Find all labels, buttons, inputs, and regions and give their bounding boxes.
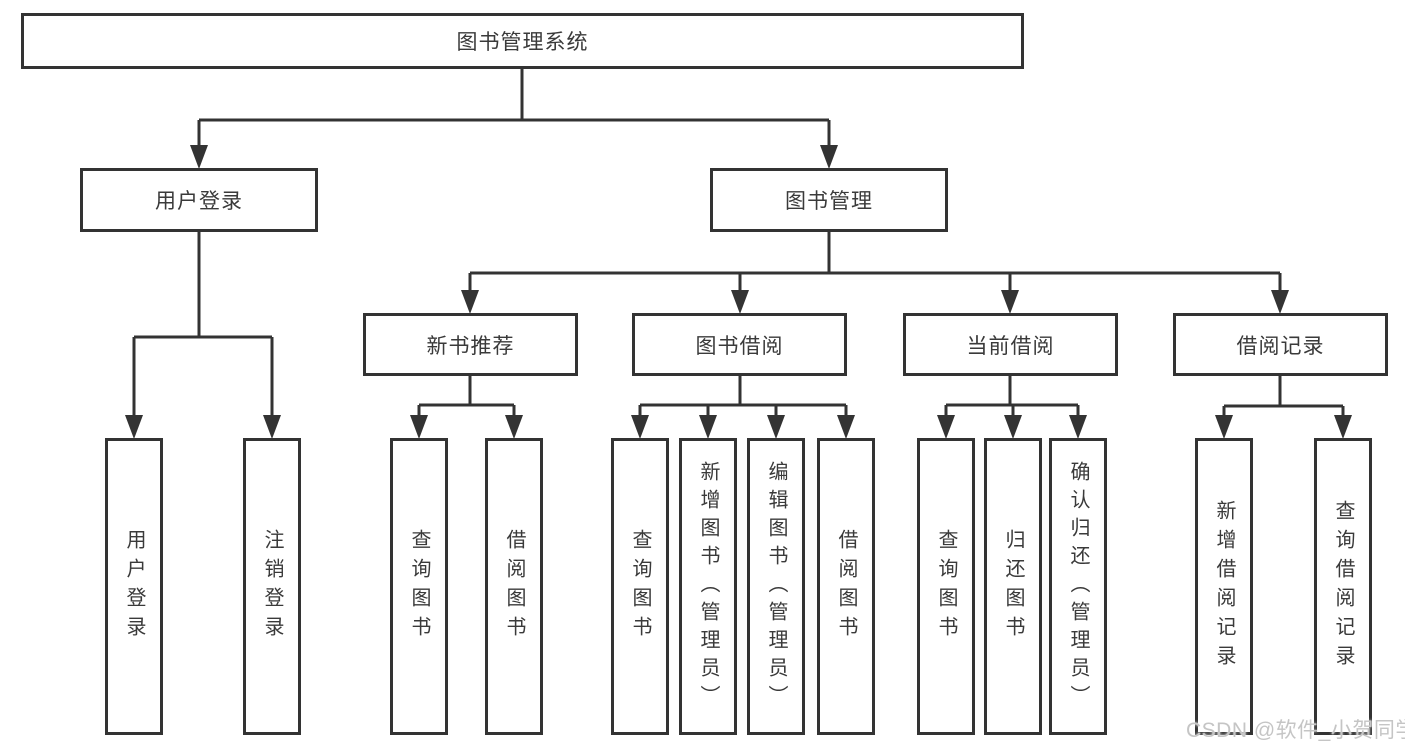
leaf-query-books-recommend: 查询图书 <box>390 438 448 735</box>
leaf-add-borrow-record: 新增借阅记录 <box>1195 438 1253 735</box>
leaf-borrow-books-recommend: 借阅图书 <box>485 438 543 735</box>
edge-current-to-leaves <box>937 376 1087 439</box>
node-new-book-recommend: 新书推荐 <box>363 313 578 376</box>
node-label: 图书借阅 <box>695 334 784 358</box>
node-label: 查询图书 <box>408 528 430 645</box>
node-label: 查询图书 <box>935 528 957 645</box>
node-label: 借阅记录 <box>1236 334 1325 358</box>
node-label: 新书推荐 <box>426 334 515 358</box>
leaf-logout: 注销登录 <box>243 438 301 735</box>
node-label: 注销登录 <box>261 528 283 645</box>
leaf-borrow-books: 借阅图书 <box>817 438 875 735</box>
leaf-user-login: 用户登录 <box>105 438 163 735</box>
node-label: 用户登录 <box>155 190 243 213</box>
node-label: 用户登录 <box>123 528 145 645</box>
leaf-add-books-admin: 新增图书（管理员） <box>679 438 737 735</box>
node-label: 新增借阅记录 <box>1213 499 1235 674</box>
node-label: 图书管理 <box>785 190 873 213</box>
node-label: 图书管理系统 <box>456 31 589 54</box>
node-label: 确认归还（管理员） <box>1067 460 1089 713</box>
leaf-query-books-current: 查询图书 <box>917 438 975 735</box>
node-label: 借阅图书 <box>503 528 525 645</box>
node-borrowing-records: 借阅记录 <box>1173 313 1388 376</box>
edge-bookmgmt-to-level3 <box>461 232 1289 314</box>
node-label: 归还图书 <box>1002 528 1024 645</box>
edge-root-to-level2 <box>190 69 838 169</box>
leaf-edit-books-admin: 编辑图书（管理员） <box>747 438 805 735</box>
leaf-query-books-borrowing: 查询图书 <box>611 438 669 735</box>
edge-userlogin-to-leaves <box>125 232 281 439</box>
node-label: 借阅图书 <box>835 528 857 645</box>
leaf-return-books: 归还图书 <box>984 438 1042 735</box>
leaf-query-borrow-record: 查询借阅记录 <box>1314 438 1372 735</box>
node-label: 查询借阅记录 <box>1332 499 1354 674</box>
csdn-watermark: CSDN @软件_小贺同学 <box>1186 719 1405 742</box>
node-label: 编辑图书（管理员） <box>765 460 787 713</box>
node-label: 查询图书 <box>629 528 651 645</box>
leaf-confirm-return-admin: 确认归还（管理员） <box>1049 438 1107 735</box>
node-label: 当前借阅 <box>966 334 1055 358</box>
node-book-borrowing: 图书借阅 <box>632 313 847 376</box>
edge-records-to-leaves <box>1215 376 1352 439</box>
edge-newbooks-to-leaves <box>410 376 523 439</box>
node-current-borrowing: 当前借阅 <box>903 313 1118 376</box>
node-root-system: 图书管理系统 <box>21 13 1024 69</box>
node-book-management: 图书管理 <box>710 168 948 232</box>
node-label: 新增图书（管理员） <box>697 460 719 713</box>
node-user-login: 用户登录 <box>80 168 318 232</box>
edge-borrow-to-leaves <box>631 376 855 439</box>
